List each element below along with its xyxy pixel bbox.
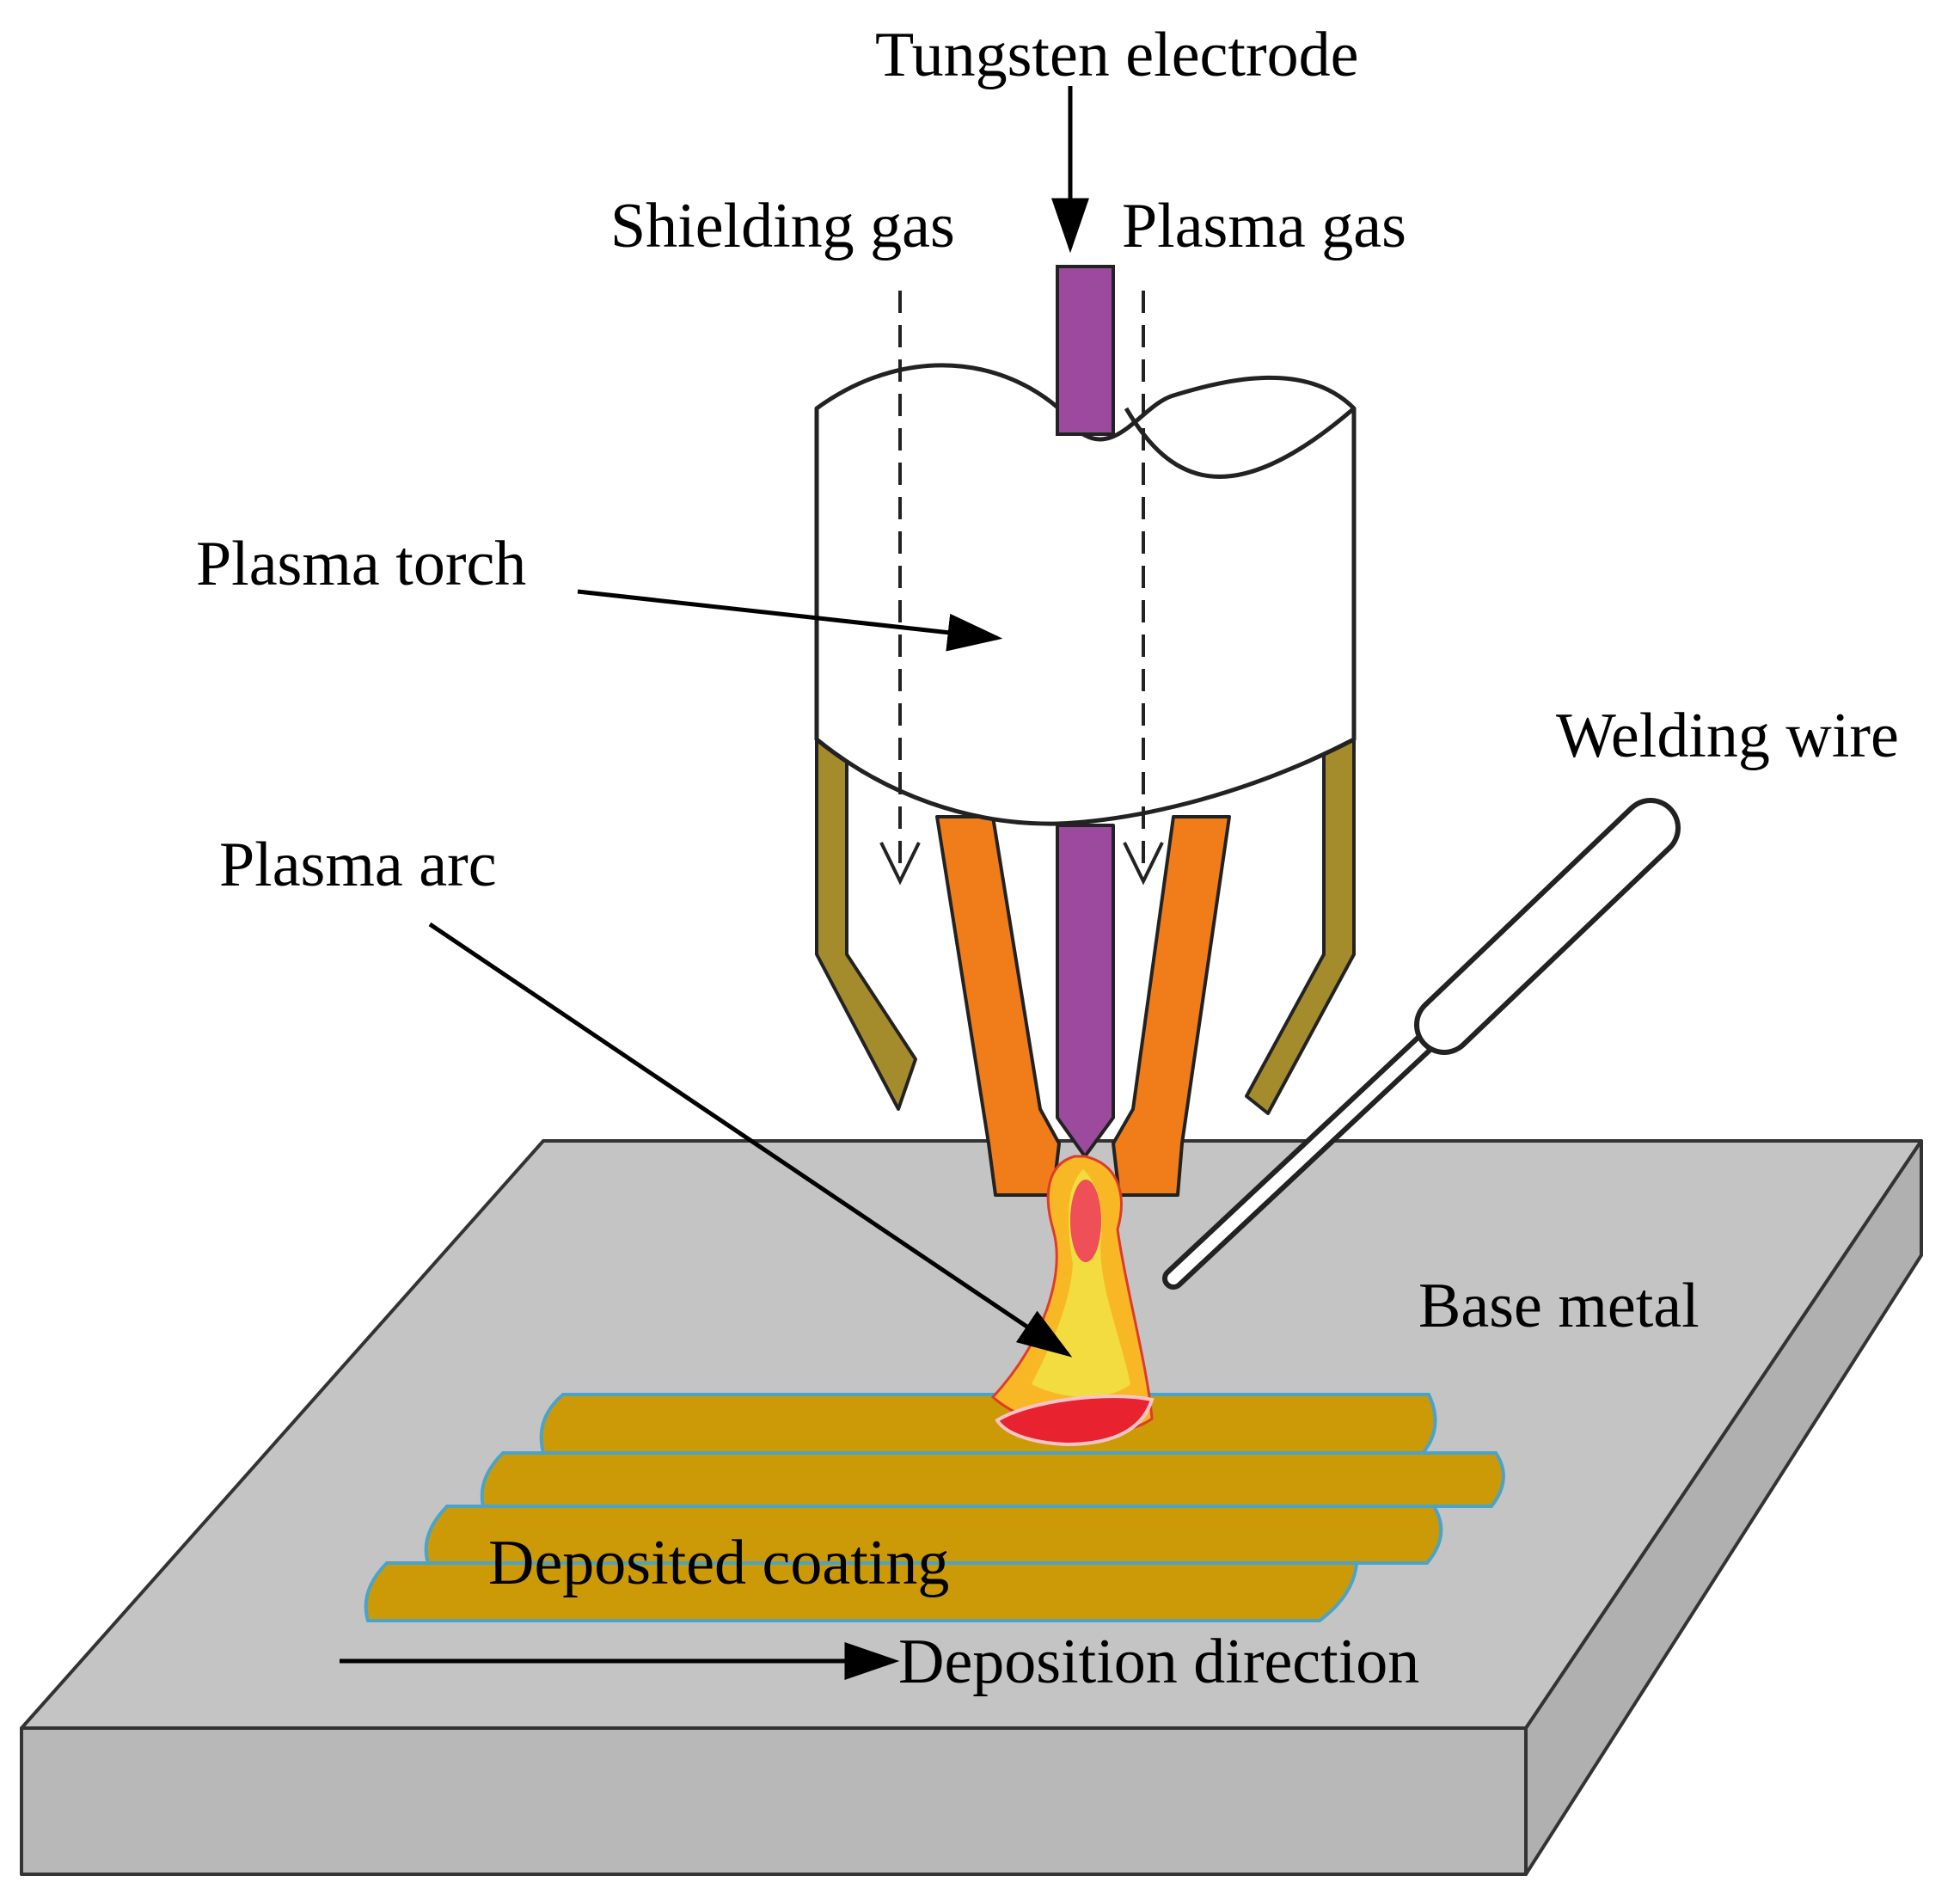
label-welding-wire: Welding wire [1556,701,1899,771]
coating-bead-2 [480,1451,1505,1508]
label-plasma-torch: Plasma torch [196,529,526,599]
wire-rod-fill [1167,1019,1450,1284]
torch-body [814,363,1357,826]
welding-wire [1162,798,1681,1290]
plasma-torch-arrow [577,589,1003,652]
wire-feeder-body-fill [1419,803,1675,1050]
plasma-arc [990,1155,1155,1447]
label-tungsten-electrode: Tungsten electrode [875,20,1358,90]
label-base-metal: Base metal [1418,1271,1700,1341]
shield-cup-left [815,738,917,1111]
label-plasma-gas: Plasma gas [1122,191,1406,261]
label-shielding-gas: Shielding gas [610,191,955,261]
arc-core [1070,1180,1101,1262]
plasma-arc-arrow [428,922,1073,1358]
shielding-gas-arrow-icon [879,842,921,886]
label-deposition-direction: Deposition direction [898,1627,1419,1697]
plasma-gas-arrow-icon [1123,842,1164,886]
nozzle-right [1112,815,1231,1197]
label-plasma-arc: Plasma arc [219,830,497,900]
electrode-lower [1056,824,1115,1158]
shield-cup-right [1245,738,1356,1115]
deposited-coating [364,1393,1505,1622]
coating-bead-1 [539,1393,1437,1455]
plasma-torch [814,265,1357,1197]
coating-bead-4 [364,1561,1359,1622]
molten-pool [995,1395,1155,1447]
plate-front-face [20,1726,1528,1876]
label-deposited-coating: Deposited coating [488,1528,949,1598]
coating-bead-3 [424,1505,1443,1565]
plate-side-face [1524,1139,1923,1876]
electrode-upper [1056,265,1115,436]
nozzle-left [935,815,1061,1197]
